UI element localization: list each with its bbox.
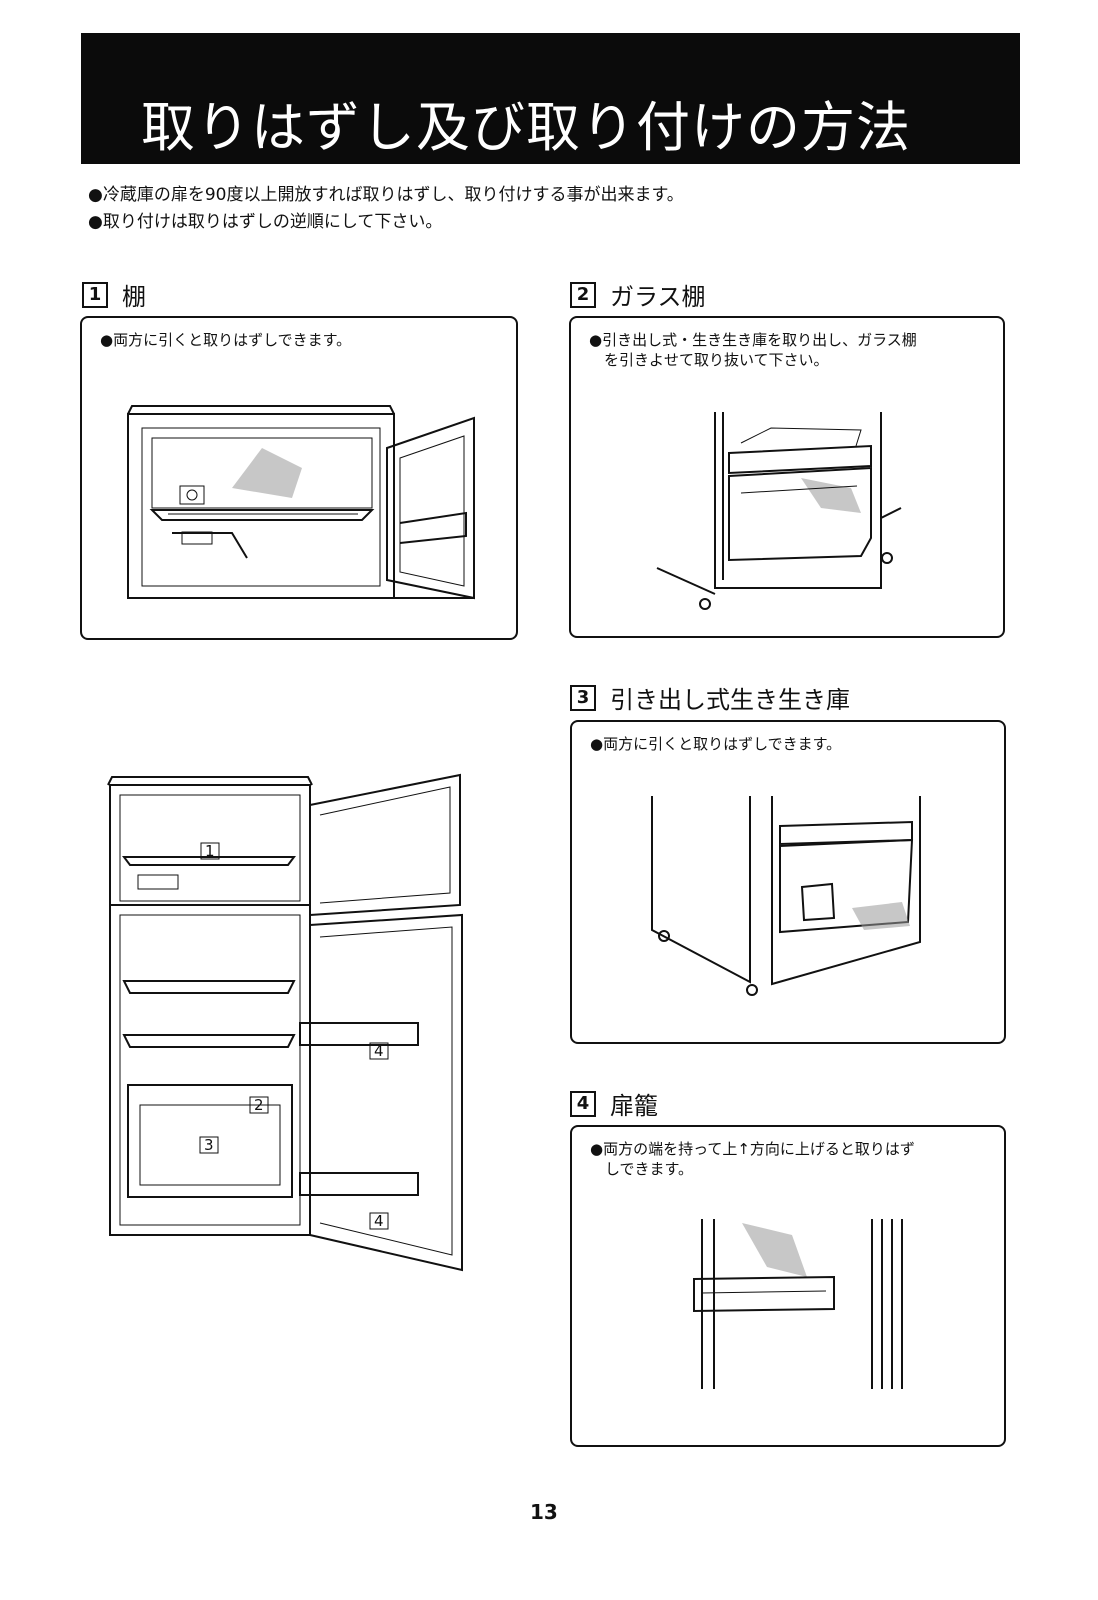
- diagram-label-door-pocket-lower: 4: [374, 1212, 384, 1230]
- section-2-number: 2: [570, 281, 596, 308]
- section-1-note-line: ●両方に引くと取りはずしできます。: [100, 331, 352, 349]
- page-title: 取りはずし及び取り付けの方法: [141, 96, 911, 159]
- section-2-note-line-2: を引きよせて取り抜いて下さい。: [589, 351, 829, 369]
- section-1-box: ●両方に引くと取りはずしできます。: [80, 316, 518, 640]
- glass-shelf-illustration: [656, 412, 902, 610]
- section-2-note-line-1: ●引き出し式・生き生き庫を取り出し、ガラス棚: [589, 331, 917, 349]
- section-3-title: 引き出し式生き生き庫: [610, 686, 850, 714]
- section-3-number: 3: [570, 684, 596, 711]
- door-pocket-illustration: [693, 1219, 903, 1389]
- section-2-title: ガラス棚: [610, 283, 706, 311]
- intro-line-1: ●冷蔵庫の扉を90度以上開放すれば取りはずし、取り付けする事が出来ます。: [88, 185, 684, 205]
- shelf-illustration: [127, 405, 475, 600]
- section-1-heading: 1 棚: [82, 277, 146, 312]
- section-1-number: 1: [82, 281, 108, 308]
- crisper-drawer-illustration: [651, 796, 921, 996]
- section-2-heading: 2 ガラス棚: [570, 277, 706, 312]
- title-bar: 取りはずし及び取り付けの方法: [81, 33, 1020, 164]
- section-2-note: ●引き出し式・生き生き庫を取り出し、ガラス棚 を引きよせて取り抜いて下さい。: [589, 330, 917, 370]
- section-2-box: ●引き出し式・生き生き庫を取り出し、ガラス棚 を引きよせて取り抜いて下さい。: [569, 316, 1005, 638]
- section-3-note-line: ●両方に引くと取りはずしできます。: [590, 735, 842, 753]
- page-number: 13: [530, 1500, 558, 1524]
- diagram-label-glass-shelf: 2: [254, 1096, 264, 1114]
- section-4-note-line-1: ●両方の端を持って上↑方向に上げると取りはず: [590, 1140, 915, 1158]
- section-4-title: 扉籠: [610, 1092, 658, 1120]
- diagram-label-shelf: 1: [205, 842, 215, 860]
- diagram-label-crisper: 3: [204, 1136, 214, 1154]
- section-3-box: ●両方に引くと取りはずしできます。: [570, 720, 1006, 1044]
- refrigerator-overview-illustration: 1 2 3 4 4: [107, 773, 463, 1272]
- section-3-heading: 3 引き出し式生き生き庫: [570, 680, 850, 715]
- section-4-note-line-2: しできます。: [590, 1160, 694, 1178]
- section-4-number: 4: [570, 1090, 596, 1117]
- section-1-note: ●両方に引くと取りはずしできます。: [100, 330, 351, 350]
- section-1-title: 棚: [122, 283, 146, 311]
- section-4-box: ●両方の端を持って上↑方向に上げると取りはず しできます。: [570, 1125, 1006, 1447]
- section-4-heading: 4 扉籠: [570, 1086, 658, 1121]
- intro-line-2: ●取り付けは取りはずしの逆順にして下さい。: [88, 212, 443, 232]
- section-4-note: ●両方の端を持って上↑方向に上げると取りはず しできます。: [590, 1139, 915, 1179]
- section-3-note: ●両方に引くと取りはずしできます。: [590, 734, 841, 754]
- diagram-label-door-pocket-upper: 4: [374, 1042, 384, 1060]
